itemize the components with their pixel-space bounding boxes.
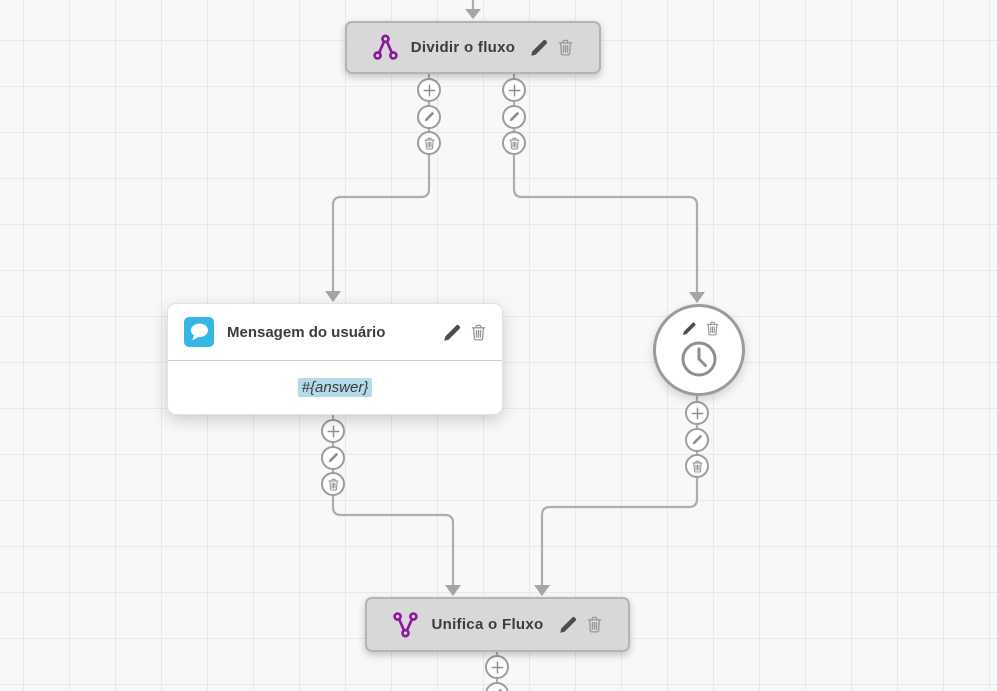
arrowhead-into-message [325, 291, 341, 302]
connector-split-to-timer [512, 74, 699, 293]
edit-node-icon[interactable] [559, 615, 578, 634]
node-title: Mensagem do usuário [227, 323, 386, 341]
add-block-button[interactable] [321, 419, 345, 443]
split-flow-icon [373, 34, 398, 61]
add-block-button[interactable] [417, 78, 441, 102]
branch-left-controls [417, 78, 441, 155]
connector-message-to-merge [331, 415, 455, 586]
arrowhead-message-into-merge [445, 585, 461, 596]
edit-node-icon[interactable] [682, 321, 697, 336]
node-split-flow[interactable]: Dividir o fluxo [345, 21, 601, 74]
chat-bubble-icon [184, 317, 214, 347]
edit-node-icon[interactable] [443, 323, 462, 342]
branch-right-controls [502, 78, 526, 155]
delete-node-icon[interactable] [558, 39, 573, 56]
edit-connection-button[interactable] [321, 445, 345, 470]
delete-node-icon[interactable] [471, 324, 486, 341]
node-user-message[interactable]: Mensagem do usuário #{answer} [167, 303, 503, 415]
edit-connection-button[interactable] [685, 427, 709, 452]
add-block-button[interactable] [685, 401, 709, 425]
delete-connection-button[interactable] [502, 131, 526, 155]
delete-connection-button[interactable] [685, 454, 709, 478]
clock-icon [679, 339, 719, 379]
timer-output-controls [685, 401, 709, 478]
node-title: Unifica o Fluxo [431, 616, 544, 633]
node-timer[interactable] [653, 304, 745, 396]
add-block-button[interactable] [485, 655, 509, 679]
edit-connection-button[interactable] [417, 104, 441, 129]
arrowhead-into-timer [689, 292, 705, 303]
message-variable-chip: #{answer} [297, 377, 373, 397]
edit-connection-button[interactable] [502, 104, 526, 129]
edit-connection-button[interactable] [485, 681, 509, 691]
merge-output-controls [485, 655, 509, 691]
delete-connection-button[interactable] [321, 472, 345, 496]
add-block-button[interactable] [502, 78, 526, 102]
edit-node-icon[interactable] [530, 38, 549, 57]
connector-split-to-message [331, 74, 431, 292]
node-title: Dividir o fluxo [410, 39, 516, 56]
connector-timer-to-merge [540, 396, 699, 586]
delete-connection-button[interactable] [417, 131, 441, 155]
arrowhead-into-split [465, 9, 481, 19]
user-message-header: Mensagem do usuário [168, 304, 502, 361]
merge-flow-icon [393, 611, 418, 638]
arrowhead-timer-into-merge [534, 585, 550, 596]
user-message-body: #{answer} [168, 361, 502, 413]
delete-node-icon[interactable] [706, 321, 719, 336]
timer-actions [680, 321, 719, 336]
node-merge-flow[interactable]: Unifica o Fluxo [365, 597, 630, 652]
message-output-controls [321, 419, 345, 496]
delete-node-icon[interactable] [587, 616, 602, 633]
